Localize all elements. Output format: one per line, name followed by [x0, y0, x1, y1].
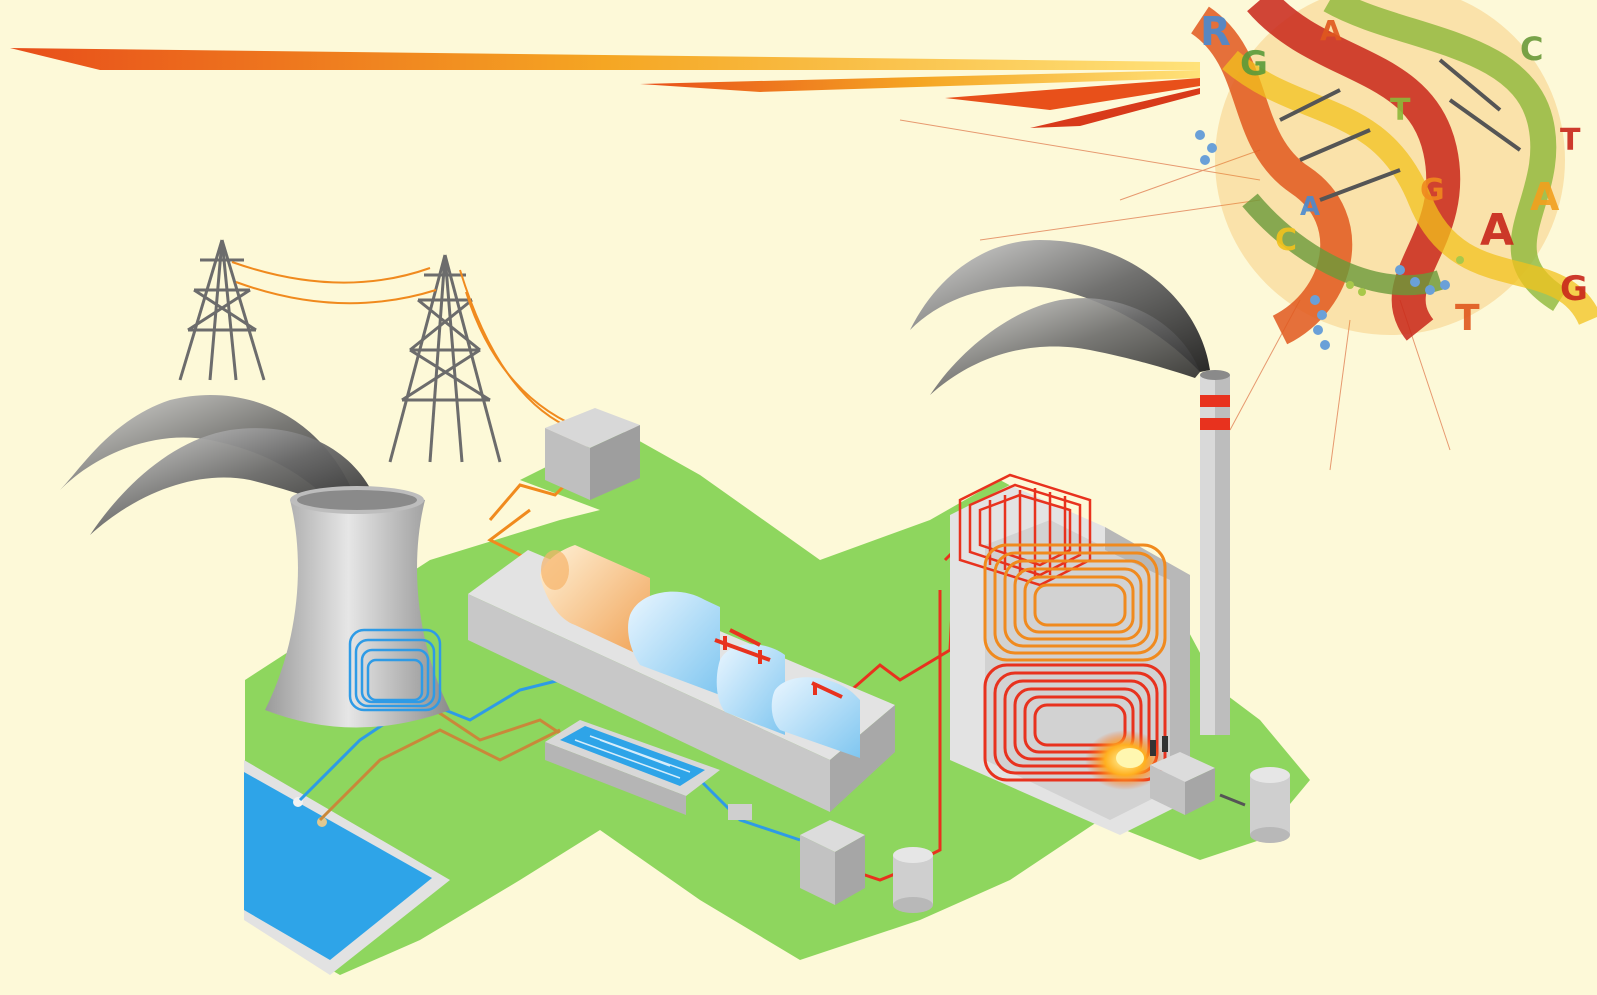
- cooling-tower: [265, 486, 450, 728]
- burst-letter: T: [1560, 123, 1581, 158]
- generator: [540, 545, 650, 660]
- transformer: [545, 408, 640, 500]
- burst-letter: A: [1480, 205, 1514, 256]
- burner-flame: [1085, 730, 1168, 790]
- storage-silo: [1250, 767, 1290, 843]
- chimney: [1200, 370, 1230, 735]
- feedwater-box: [800, 820, 865, 905]
- burst-letter: A: [1530, 175, 1560, 219]
- low-pressure-turbine-2: [771, 677, 860, 758]
- cooling-tower-steam: [60, 394, 380, 535]
- burst-letter: G: [1240, 44, 1268, 84]
- power-lines: [231, 261, 591, 433]
- feed-pump: [728, 804, 752, 820]
- burst-letter: G: [1560, 269, 1588, 309]
- furnace-coils: [983, 663, 1167, 782]
- burst-letter: C: [1520, 30, 1543, 68]
- burst-letter: T: [1390, 93, 1411, 128]
- condenser: [545, 720, 720, 815]
- pylon-right: [388, 254, 502, 463]
- high-pressure-turbine: [628, 591, 720, 695]
- burst-letter: A: [1300, 192, 1320, 222]
- chimney-smoke: [910, 240, 1210, 395]
- economizer-coils: [983, 543, 1167, 662]
- transmission-towers: [178, 239, 502, 463]
- coal-feeder: [1150, 752, 1215, 815]
- deaerator-tank: [893, 847, 933, 913]
- pylon-left: [178, 239, 266, 381]
- light-beams: [10, 48, 1200, 128]
- burst-letter: R: [1200, 9, 1231, 55]
- steam-valves: [714, 628, 843, 699]
- burst-letter: G: [1420, 173, 1445, 208]
- burst-letter: C: [1275, 223, 1297, 258]
- burst-letter: A: [1320, 14, 1342, 47]
- burst-letter: T: [1455, 298, 1480, 339]
- low-pressure-turbine-1: [716, 644, 785, 735]
